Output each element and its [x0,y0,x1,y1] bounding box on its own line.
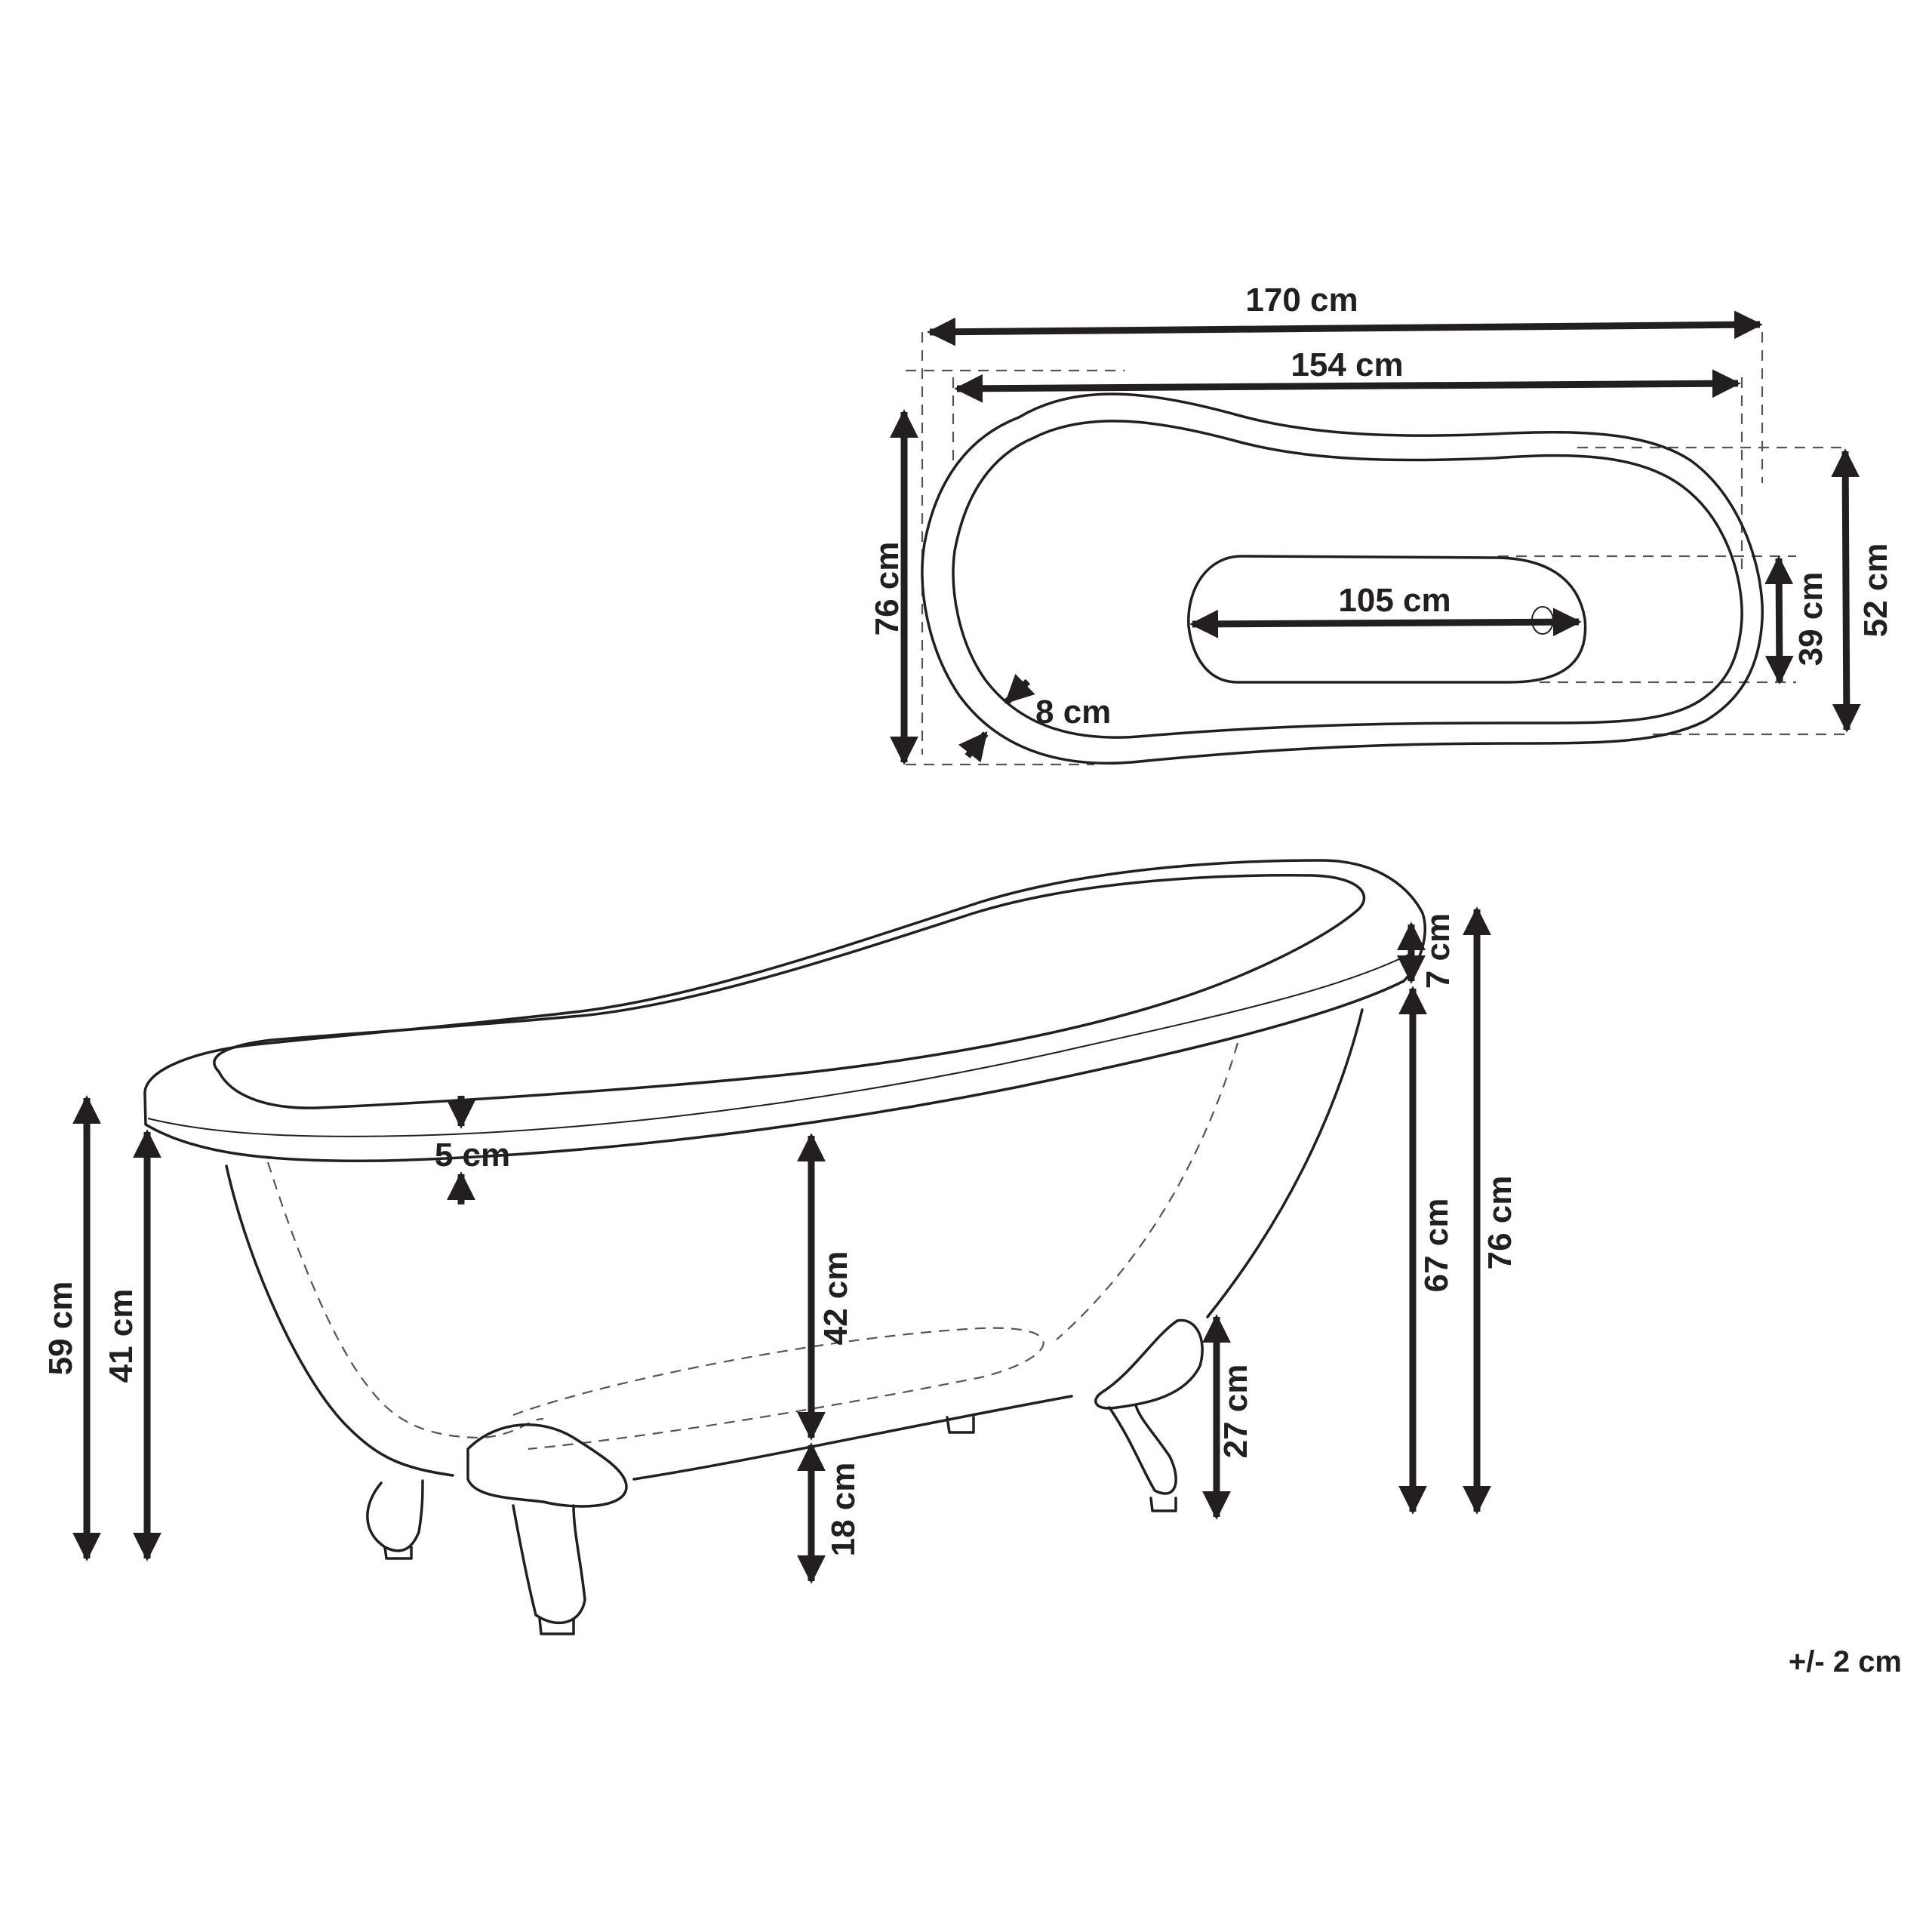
dim-label-76-side: 76 cm [1481,1176,1518,1270]
dim-label-59: 59 cm [42,1281,79,1376]
claw-foot-front-right [1094,1318,1204,1512]
dim-arrow-170 [927,310,1763,346]
dim-label-105: 105 cm [1338,582,1451,619]
tub-body-base-outline [632,1395,1073,1481]
dim-label-39: 39 cm [1792,572,1829,666]
dim-label-76-top: 76 cm [869,542,906,636]
dim-label-5: 5 cm [435,1137,510,1174]
tub-hidden-floor [512,1327,1044,1451]
dim-label-170: 170 cm [1245,281,1358,318]
dim-label-8: 8 cm [1035,694,1111,731]
dim-label-27: 27 cm [1217,1364,1254,1459]
tub-body-outline [225,1164,454,1477]
dim-label-67: 67 cm [1418,1198,1455,1293]
tub-floor-outline [1187,555,1587,684]
tub-rim-top-outline [143,859,1426,1096]
dim-label-41: 41 cm [103,1289,140,1383]
dim-label-52: 52 cm [1857,543,1894,638]
top-view: 170 cm 154 cm 105 cm 76 cm 52 cm 39 cm 8… [869,281,1894,766]
tub-rim-front-face [143,980,1405,1162]
tolerance-note: +/- 2 cm [1789,1645,1902,1678]
dim-arrow-52 [1831,448,1861,733]
dim-arrow-8-inner [958,731,989,763]
dim-label-42: 42 cm [817,1251,854,1346]
tub-rim-crease [147,952,1414,1137]
dim-label-18: 18 cm [825,1463,862,1557]
claw-foot-front-left [466,1423,628,1635]
tub-rim-inner-outline [213,874,1366,1109]
tub-body-right-outline [1206,1008,1364,1318]
dim-arrow-8-outer [1004,673,1035,705]
dim-arrow-39 [1764,555,1794,685]
dim-label-7: 7 cm [1420,913,1457,989]
tub-outer-rim-outline [921,392,1764,765]
claw-foot-back-right [946,1416,975,1434]
claw-foot-back-left [366,1479,424,1560]
dim-arrow-105 [1189,608,1582,638]
tub-hidden-inner-wall [266,1161,544,1439]
tub-inner-rim-outline [952,420,1743,739]
dim-label-154: 154 cm [1291,346,1403,383]
tub-hidden-back-wall [1056,1042,1239,1340]
side-view: 59 cm 41 cm 5 cm 42 cm 18 cm 27 cm 7 cm … [42,859,1518,1635]
dim-arrow-154 [954,369,1741,403]
